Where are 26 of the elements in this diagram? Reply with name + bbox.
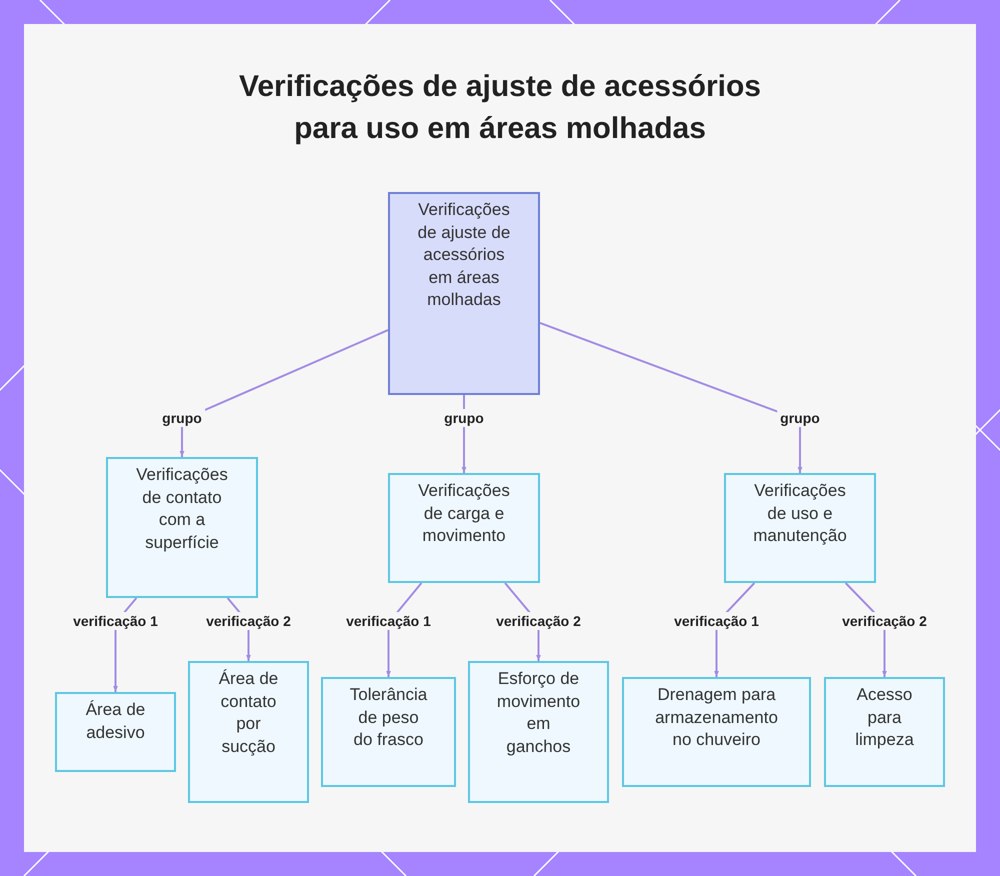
node-text: Verificações de ajuste de acessórios em áreas molhadas — [416, 199, 512, 311]
node-text: Verificações de carga e movimento — [417, 480, 511, 547]
edge-label: verificação 1 — [671, 612, 762, 630]
node-text: Drenagem para armazenamento no chuveiro — [654, 684, 779, 751]
topic-box — [724, 473, 876, 583]
connector-line — [540, 322, 802, 473]
topic-box — [55, 692, 176, 772]
edge-label: verificação 1 — [343, 612, 434, 630]
topic-box — [622, 677, 811, 787]
node-text: Acesso para limpeza — [854, 684, 915, 751]
node-text: Área de adesivo — [84, 699, 146, 744]
node-text: Esforço de movimento em ganchos — [496, 668, 582, 758]
node-text: Verificações de contato com a superfície — [135, 464, 229, 554]
diagram-title: Verificações de ajuste de acessórios para uso em áreas molhadas — [238, 69, 762, 147]
topic-box — [468, 661, 609, 803]
topic-box — [188, 661, 309, 803]
node-text: Verificações de uso e manutenção — [752, 480, 848, 547]
topic-box — [824, 677, 945, 787]
root-box — [388, 192, 540, 395]
topic-box — [106, 457, 258, 598]
edge-label: verificação 1 — [70, 612, 161, 630]
topic-box — [388, 473, 540, 583]
node-text: Área de contato por sucção — [218, 668, 280, 758]
topic-box — [321, 677, 456, 787]
node-text: Tolerância de peso do frasco — [348, 684, 428, 751]
connector-line — [180, 329, 388, 457]
